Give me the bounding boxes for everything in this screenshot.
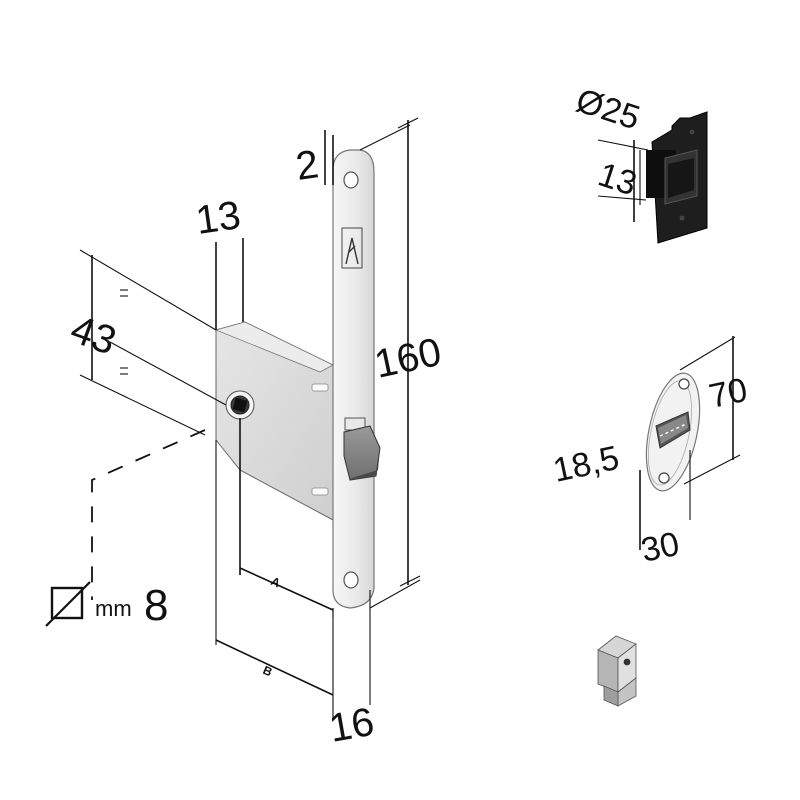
strike-plate [639, 336, 741, 550]
latch-bolt [343, 417, 381, 481]
square-size-symbol: mm 8 [45, 581, 168, 630]
dim-43-label: 43 [65, 307, 122, 364]
keeper-screw-bottom [679, 215, 685, 221]
strike-plate-screw-top [678, 378, 690, 390]
dim-b-label: B [261, 663, 275, 679]
follower-square-hole [232, 397, 248, 413]
keeper-screw-top [689, 129, 695, 135]
strike-plate-screw-bottom [658, 472, 670, 484]
strike-keeper-box [597, 111, 708, 244]
dim-2-label: 2 [293, 142, 321, 189]
dim-16-label: 16 [326, 700, 377, 751]
dim-160-label: 160 [371, 330, 445, 387]
spindle-adapter [597, 635, 637, 707]
square-unit-label: mm [95, 596, 132, 621]
body-slot-top [311, 383, 329, 392]
dim-a-label: A [269, 574, 283, 590]
strike-plate-width-label: 30 [638, 525, 683, 570]
faceplate-screw-hole-bottom [343, 571, 359, 589]
brand-logo-icon [341, 227, 363, 269]
body-slot-bottom [311, 487, 329, 496]
strike-plate-offset-label: 18,5 [550, 439, 623, 490]
dimension-lines [79, 117, 421, 720]
square-icon [50, 586, 84, 620]
dim-13-label: 13 [193, 193, 243, 243]
keeper-diameter-label: Ø25 [572, 81, 645, 137]
mortise-lock [214, 149, 381, 609]
strike-plate-height-label: 70 [706, 371, 751, 416]
faceplate [332, 149, 375, 609]
square-size-label: 8 [144, 581, 168, 630]
faceplate-screw-hole-top [343, 171, 359, 189]
